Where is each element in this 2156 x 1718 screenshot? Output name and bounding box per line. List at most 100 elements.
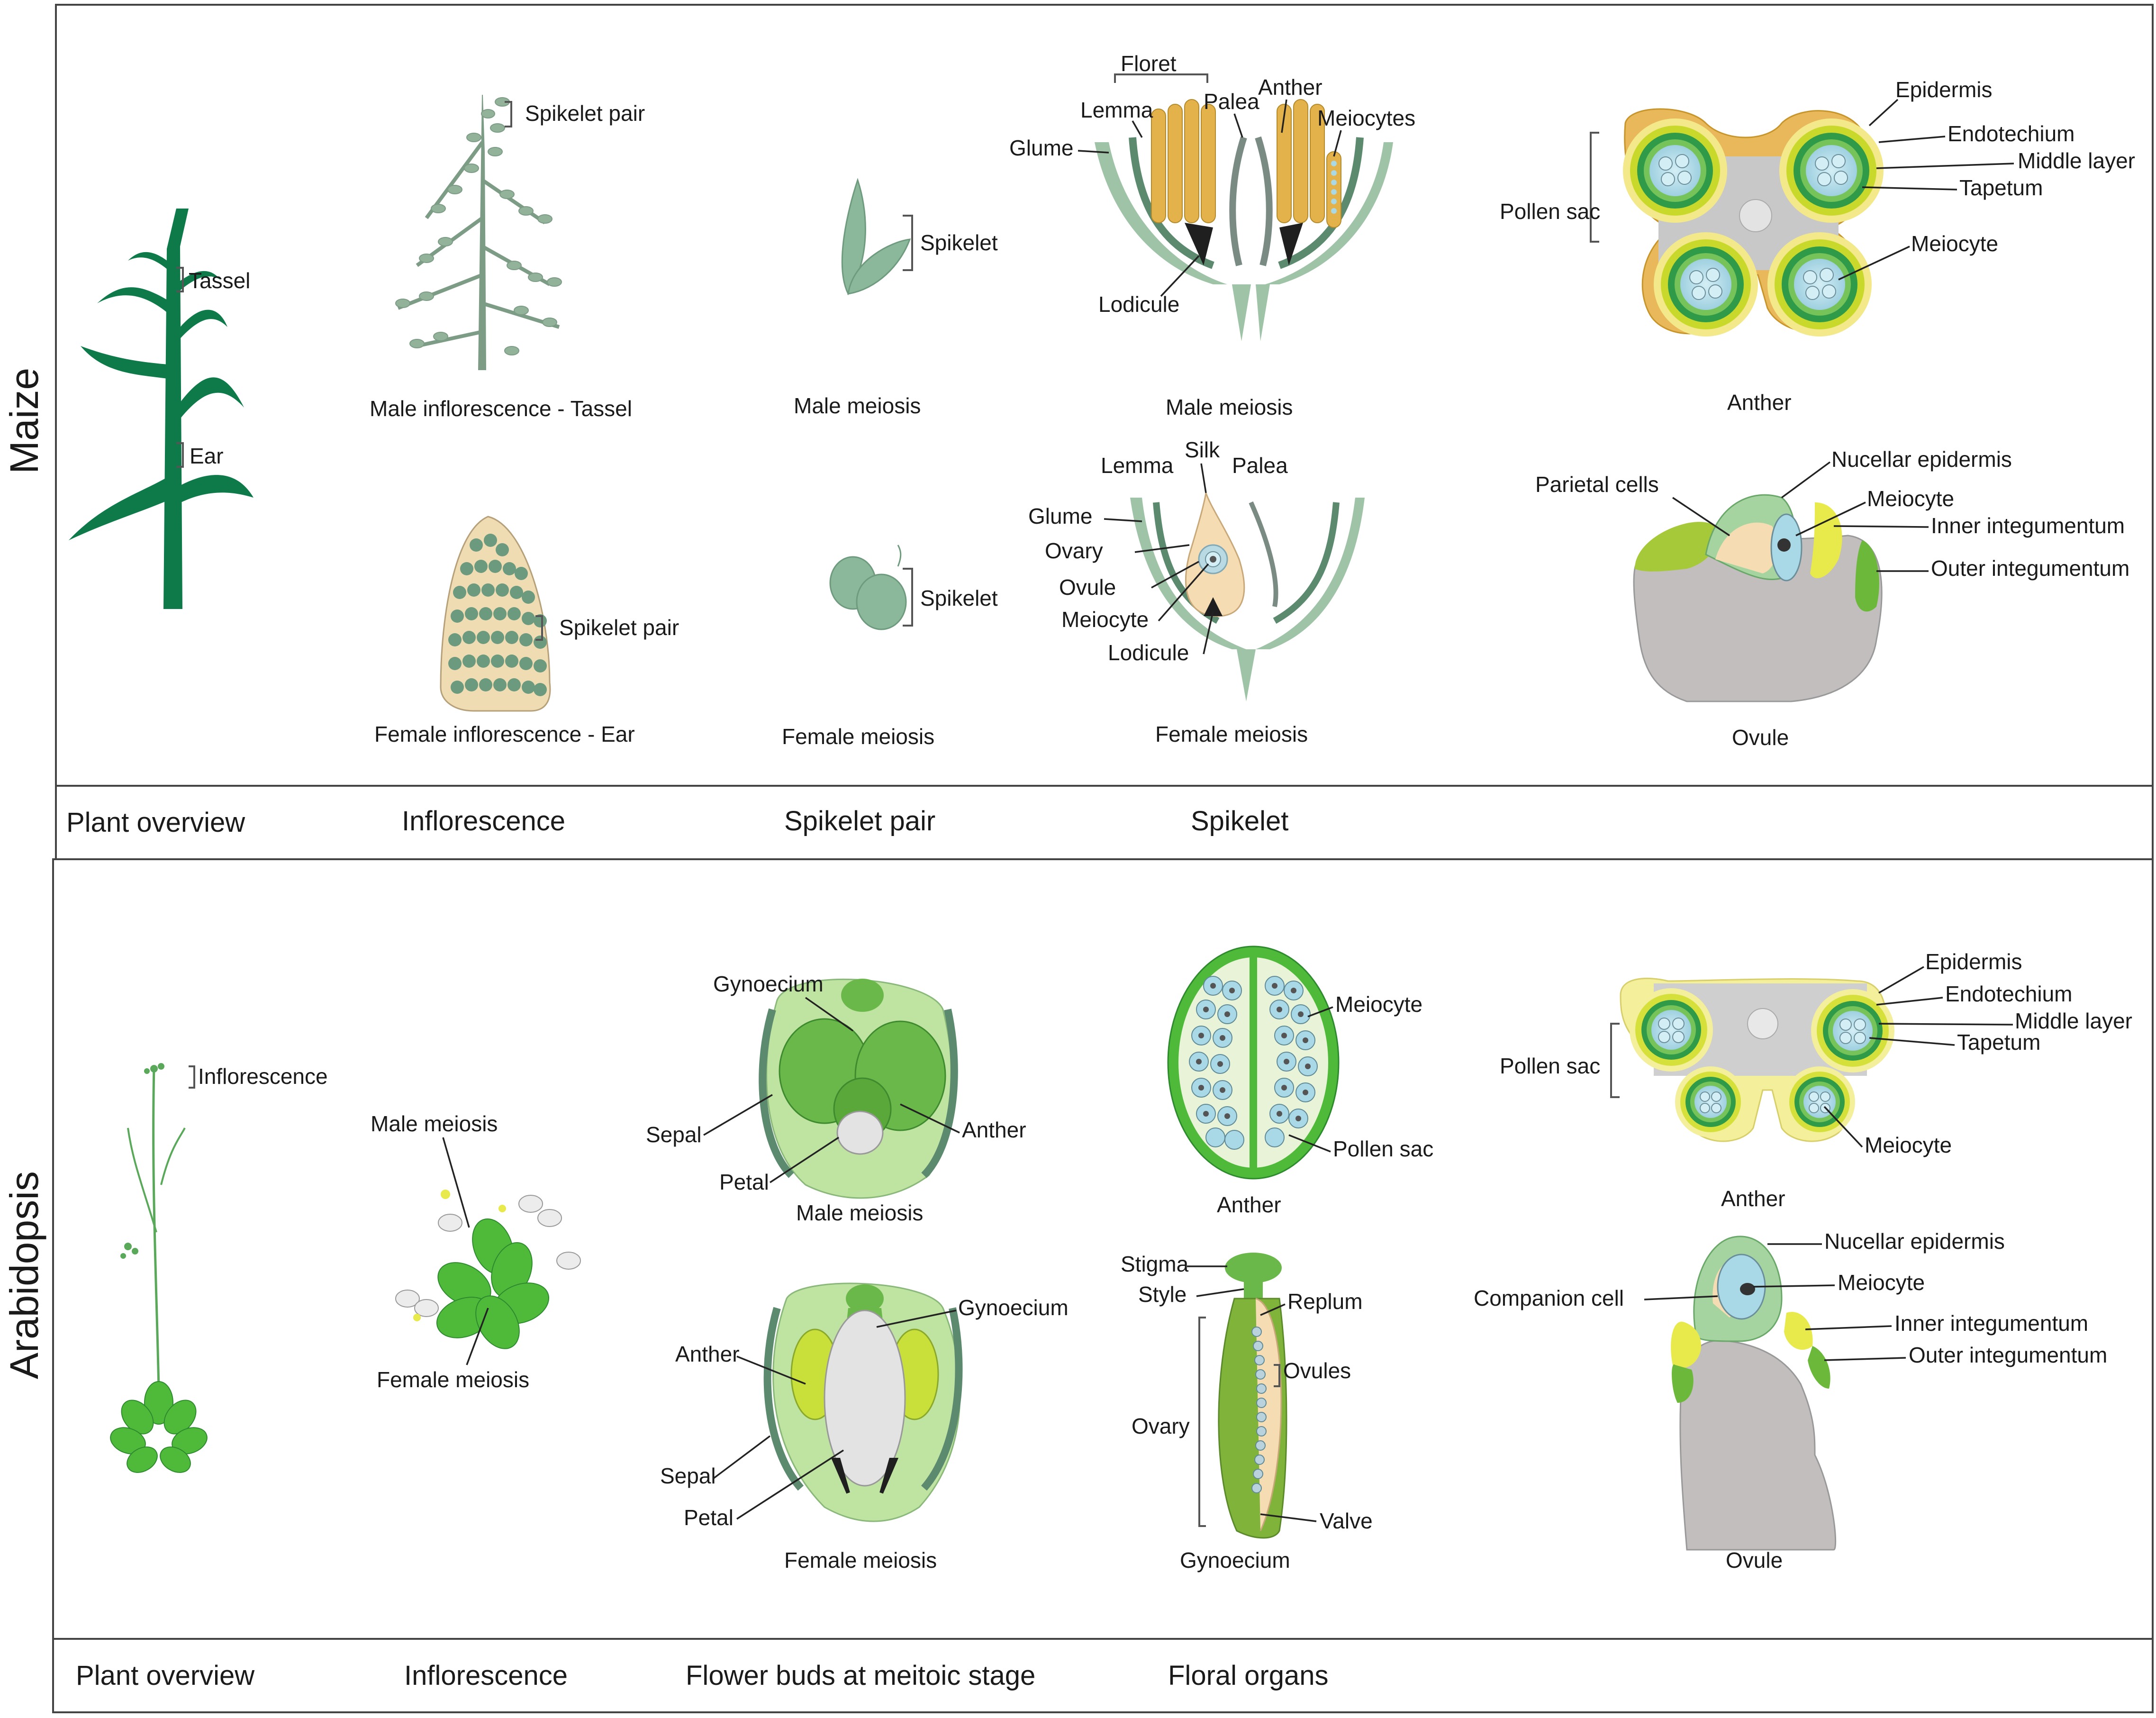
label-ovules: Ovules: [1283, 1358, 1351, 1383]
maize-plant: [69, 209, 254, 609]
label-meiocyte-arab-anther-section: Meiocyte: [1335, 992, 1422, 1017]
label-gynoecium-male-bud: Gynoecium: [713, 972, 824, 996]
label-pollen-sac-arab-anther-section: Pollen sac: [1333, 1136, 1433, 1161]
label-outer-integumentum-maize: Outer integumentum: [1931, 556, 2129, 581]
maize-ovule-leaders: [1672, 461, 1929, 572]
bar-floral-organs: Floral organs: [1168, 1660, 1328, 1691]
label-nucellar-epidermis-arab: Nucellar epidermis: [1824, 1229, 2005, 1254]
label-palea-f: Palea: [1232, 453, 1288, 478]
label-inner-integumentum-maize: Inner integumentum: [1931, 513, 2125, 538]
label-arab-inflorescence-female: Female meiosis: [377, 1367, 529, 1392]
label-ovary-arab: Ovary: [1132, 1414, 1190, 1438]
arabidopsis-stage-bar: Plant overview Inflorescence Flower buds…: [76, 1660, 1328, 1691]
arabidopsis-plant: [110, 1063, 208, 1473]
label-spikelet-pair-tassel: Spikelet pair: [525, 101, 645, 126]
label-valve: Valve: [1320, 1509, 1373, 1533]
label-meiocyte-arab-anther: Meiocyte: [1865, 1133, 1952, 1157]
label-meiocyte-f: Meiocyte: [1061, 607, 1149, 632]
label-floret: Floret: [1121, 51, 1177, 76]
label-replum: Replum: [1287, 1289, 1363, 1314]
male-spikelet-pair: [841, 178, 911, 296]
label-lemma: Lemma: [1080, 98, 1153, 122]
bar-inflorescence: Inflorescence: [404, 1660, 568, 1691]
label-pollen-sac-maize: Pollen sac: [1500, 199, 1600, 224]
label-epidermis-maize: Epidermis: [1895, 77, 1993, 102]
arabidopsis-gynoecium: [1218, 1253, 1287, 1539]
label-anther-male-bud: Anther: [962, 1118, 1026, 1142]
label-epidermis-arab: Epidermis: [1925, 949, 2022, 974]
bar-spikelet: Spikelet: [1191, 806, 1288, 836]
bar-flower-buds: Flower buds at meitoic stage: [686, 1660, 1035, 1691]
caption-arab-ovule: Ovule: [1726, 1548, 1783, 1573]
bar-plant-overview: Plant overview: [76, 1660, 255, 1691]
label-outer-integumentum-arab: Outer integumentum: [1909, 1343, 2107, 1367]
caption-maize-ovule: Ovule: [1732, 725, 1789, 750]
caption-arab-anther-section: Anther: [1217, 1192, 1281, 1217]
arabidopsis-anther-section: [1167, 945, 1340, 1180]
label-meiocyte-arab-ovule: Meiocyte: [1838, 1270, 1925, 1295]
caption-female-bud: Female meiosis: [784, 1548, 937, 1573]
label-spikelet-pair-ear: Spikelet pair: [559, 615, 679, 640]
bar-inflorescence: Inflorescence: [402, 806, 565, 836]
caption-gynoecium: Gynoecium: [1180, 1548, 1290, 1573]
caption-male-spikelet: Male meiosis: [1166, 395, 1293, 419]
label-inflorescence-arab: Inflorescence: [198, 1064, 328, 1089]
bar-spikelet-pair: Spikelet pair: [784, 806, 935, 836]
label-meiocyte-maize-ovule: Meiocyte: [1867, 486, 1954, 511]
label-parietal-cells: Parietal cells: [1535, 472, 1659, 497]
label-meiocytes: Meiocytes: [1317, 106, 1415, 130]
male-spikelet-leaders: [1078, 99, 1342, 297]
arabidopsis-ovule: [1671, 1236, 1837, 1551]
label-gynoecium-female-bud: Gynoecium: [958, 1295, 1069, 1320]
maize-ovule: [1633, 494, 1883, 702]
arabidopsis-inflorescence: [395, 1190, 581, 1349]
caption-female-spikelet: Female meiosis: [1155, 722, 1308, 746]
caption-male-inflorescence: Male inflorescence - Tassel: [370, 396, 632, 421]
label-endotechium-arab: Endotechium: [1945, 982, 2073, 1006]
caption-male-bud: Male meiosis: [796, 1200, 923, 1225]
label-middle-layer-arab: Middle layer: [2015, 1009, 2132, 1033]
maize-side-label: Maize: [2, 368, 46, 474]
label-companion-cell: Companion cell: [1474, 1286, 1624, 1310]
tassel-illustration: [395, 94, 562, 370]
female-spikelet-leaders: [1104, 463, 1214, 654]
caption-spikelet-pair-female: Female meiosis: [782, 724, 934, 749]
label-tapetum-maize: Tapetum: [1959, 175, 2043, 200]
arabidopsis-side-label: Arabidopsis: [2, 1171, 46, 1379]
label-petal-female-bud: Petal: [684, 1505, 734, 1530]
label-middle-layer-maize: Middle layer: [2018, 148, 2135, 173]
label-palea: Palea: [1204, 89, 1259, 114]
caption-maize-anther: Anther: [1727, 390, 1792, 415]
label-anther-female-bud: Anther: [675, 1342, 740, 1366]
label-petal-male-bud: Petal: [719, 1170, 769, 1194]
label-tassel: Tassel: [189, 268, 250, 293]
label-ovule: Ovule: [1059, 575, 1116, 600]
bar-plant-overview: Plant overview: [66, 807, 245, 838]
label-endotechium-maize: Endotechium: [1948, 121, 2075, 146]
caption-spikelet-pair-male: Male meiosis: [794, 393, 921, 418]
label-ovary: Ovary: [1045, 538, 1103, 563]
maize-stage-bar: Plant overview Inflorescence Spikelet pa…: [66, 806, 1288, 838]
arabidopsis-anther: [1620, 977, 1894, 1142]
label-nucellar-epidermis-maize: Nucellar epidermis: [1831, 447, 2012, 472]
caption-female-inflorescence: Female inflorescence - Ear: [374, 722, 635, 746]
female-flower-bud: [763, 1282, 963, 1522]
label-inner-integumentum-arab: Inner integumentum: [1894, 1311, 2088, 1336]
label-anther: Anther: [1258, 75, 1323, 100]
arabidopsis-ovule-leaders: [1644, 1243, 1906, 1361]
label-style: Style: [1138, 1282, 1187, 1307]
maize-anther-section: [1623, 108, 1884, 336]
male-spikelet-section: [1095, 99, 1393, 341]
label-glume: Glume: [1009, 136, 1073, 160]
label-spikelet-female: Spikelet: [920, 586, 998, 610]
label-lodicule-f: Lodicule: [1108, 640, 1189, 665]
label-tapetum-arab: Tapetum: [1957, 1030, 2040, 1054]
arabidopsis-anther-leaders: [1823, 966, 2013, 1148]
label-sepal-female-bud: Sepal: [660, 1463, 716, 1488]
label-lodicule: Lodicule: [1098, 292, 1179, 317]
ear-illustration: [440, 516, 551, 712]
caption-arab-anther: Anther: [1721, 1186, 1785, 1211]
label-meiocyte-maize-anther: Meiocyte: [1911, 231, 1998, 256]
label-stigma: Stigma: [1121, 1252, 1189, 1276]
